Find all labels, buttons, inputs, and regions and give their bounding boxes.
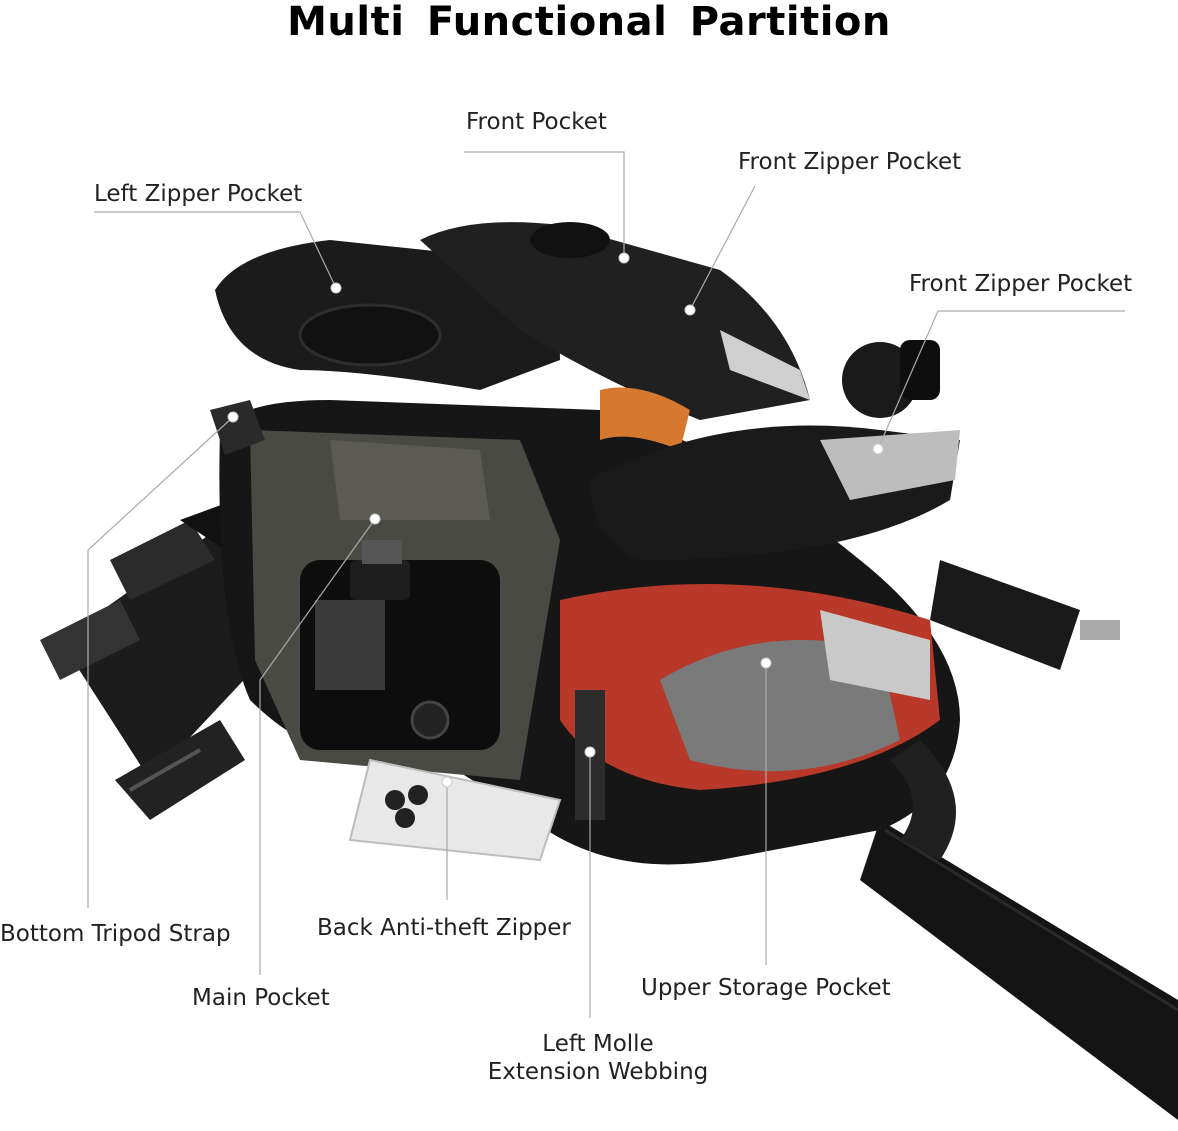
label-left-molle-line2: Extension Webbing — [487, 1059, 709, 1085]
label-left-zipper-pocket: Left Zipper Pocket — [94, 181, 303, 207]
label-left-molle-line1: Left Molle — [542, 1031, 654, 1057]
callout-bottom-tripod — [87, 416, 234, 908]
shoulder-strap — [860, 820, 1178, 1120]
label-front-pocket: Front Pocket — [466, 109, 607, 135]
phone — [348, 758, 562, 862]
label-front-zipper-pocket-2: Front Zipper Pocket — [909, 271, 1133, 297]
label-front-zipper-pocket-1: Front Zipper Pocket — [738, 149, 962, 175]
callout-main-pocket — [259, 518, 376, 975]
label-upper-storage-pocket: Upper Storage Pocket — [641, 975, 891, 1001]
label-left-molle: Left Molle Extension Webbing — [470, 1030, 726, 1086]
callout-front-pocket — [464, 151, 625, 258]
label-bottom-tripod-strap: Bottom Tripod Strap — [0, 921, 231, 947]
front-pocket — [420, 222, 810, 420]
callout-front-zipper-1 — [689, 185, 756, 311]
buckle — [115, 720, 245, 820]
label-back-anti-theft-zipper: Back Anti-theft Zipper — [317, 915, 571, 941]
callout-left-zipper — [94, 211, 337, 289]
label-main-pocket: Main Pocket — [192, 985, 330, 1011]
gimbal — [842, 342, 918, 418]
callout-front-zipper-2 — [877, 310, 1125, 450]
page-title: Multi Functional Partition — [287, 0, 891, 45]
